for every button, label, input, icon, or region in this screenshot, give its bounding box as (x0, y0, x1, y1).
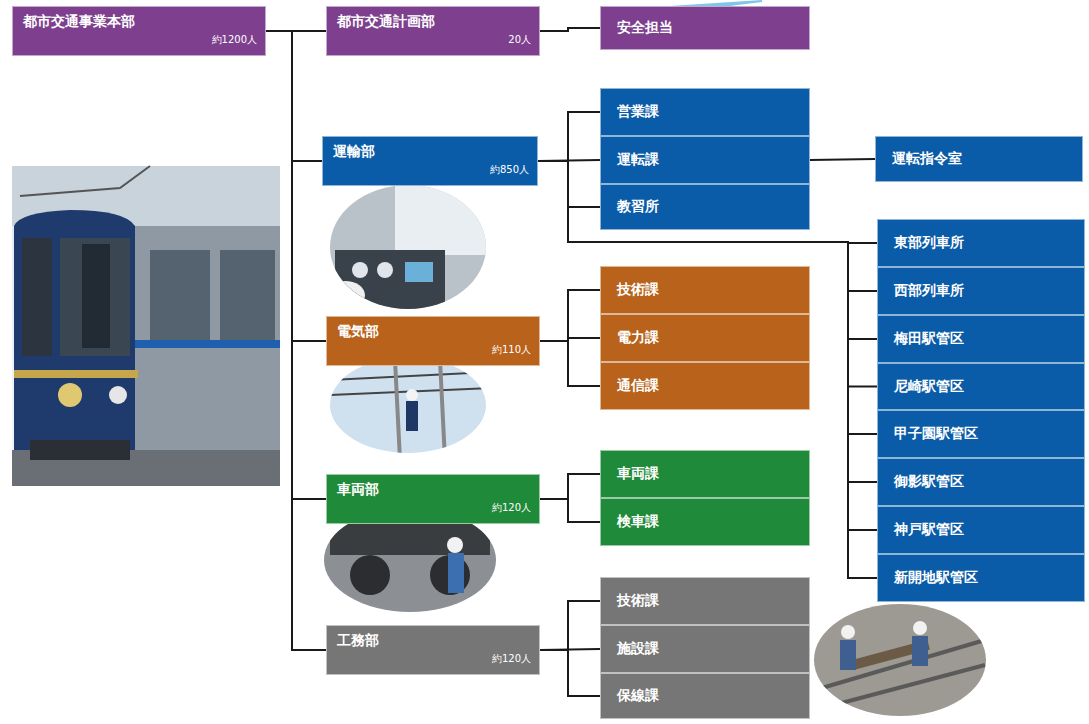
department-box: 工務部約120人 (326, 625, 540, 675)
section-box: 通信課 (600, 362, 810, 410)
org-connector (538, 161, 877, 578)
unit-name: 通信課 (601, 377, 671, 395)
department-box: 電気部約110人 (326, 316, 540, 366)
section-box: 検車課 (600, 498, 810, 546)
org-connector (540, 601, 600, 650)
org-connector (540, 28, 600, 31)
section-box: 電力課 (600, 314, 810, 362)
section-box: 教習所 (600, 184, 810, 230)
unit-name: 工務部 (327, 626, 539, 650)
section-box: 梅田駅管区 (877, 315, 1085, 363)
org-connector (540, 499, 600, 522)
unit-name: 尼崎駅管区 (878, 378, 976, 396)
org-connector (538, 161, 877, 339)
staff-count: 約850人 (323, 161, 537, 177)
unit-name: 電気部 (327, 317, 539, 341)
org-connector (810, 159, 875, 160)
unit-name: 御影駅管区 (878, 473, 976, 491)
org-connector (266, 31, 322, 161)
department-box: 車両部約120人 (326, 474, 540, 524)
unit-name: 営業課 (601, 103, 671, 121)
unit-name: 電力課 (601, 329, 671, 347)
section-box: 技術課 (600, 577, 810, 625)
unit-name: 運転指令室 (876, 150, 974, 168)
section-box: 東部列車所 (877, 219, 1085, 267)
unit-name: 安全担当 (601, 19, 685, 37)
cab-photo (320, 180, 500, 320)
department-box: 運輸部約850人 (322, 136, 538, 186)
unit-name: 都市交通事業本部 (13, 7, 265, 31)
section-box: 安全担当 (600, 6, 810, 50)
section-box: 保線課 (600, 673, 810, 719)
unit-name: 車両部 (327, 475, 539, 499)
unit-name: 技術課 (601, 281, 671, 299)
train-photo (12, 166, 280, 486)
section-box: 営業課 (600, 88, 810, 136)
section-box: 施設課 (600, 625, 810, 673)
wire-work-photo (320, 350, 500, 460)
section-box: 甲子園駅管区 (877, 410, 1085, 458)
unit-name: 西部列車所 (878, 282, 976, 300)
section-box: 神戸駅管区 (877, 506, 1085, 554)
unit-name: 技術課 (601, 592, 671, 610)
section-box: 新開地駅管区 (877, 554, 1085, 602)
unit-name: 検車課 (601, 513, 671, 531)
org-connector (538, 161, 877, 387)
org-connector (540, 474, 600, 499)
unit-name: 運転課 (601, 151, 671, 169)
unit-name: 運輸部 (323, 137, 537, 161)
unit-name: 教習所 (601, 198, 671, 216)
org-connector (540, 341, 600, 386)
org-connector (538, 161, 877, 434)
department-box: 都市交通計画部20人 (326, 6, 540, 56)
track-work-photo (810, 600, 990, 720)
org-connector (266, 31, 326, 650)
org-connector (538, 161, 877, 530)
org-connector (540, 290, 600, 341)
unit-name: 甲子園駅管区 (878, 425, 990, 443)
unit-name: 新開地駅管区 (878, 569, 990, 587)
staff-count: 約120人 (327, 650, 539, 666)
org-connector (266, 31, 326, 499)
org-connector (540, 650, 600, 696)
staff-count: 約110人 (327, 341, 539, 357)
section-box: 尼崎駅管区 (877, 363, 1085, 410)
department-box: 都市交通事業本部約1200人 (12, 6, 266, 56)
unit-name: 施設課 (601, 640, 671, 658)
org-connector (538, 161, 877, 482)
section-box: 運転指令室 (875, 136, 1083, 182)
unit-name: 都市交通計画部 (327, 7, 539, 31)
staff-count: 20人 (327, 31, 539, 47)
section-box: 技術課 (600, 266, 810, 314)
unit-name: 梅田駅管区 (878, 330, 976, 348)
unit-name: 東部列車所 (878, 234, 976, 252)
section-box: 運転課 (600, 136, 810, 184)
unit-name: 保線課 (601, 687, 671, 705)
staff-count: 約120人 (327, 499, 539, 515)
org-connector (538, 112, 600, 161)
section-box: 御影駅管区 (877, 458, 1085, 506)
section-box: 西部列車所 (877, 267, 1085, 315)
org-connector (266, 31, 326, 341)
section-box: 車両課 (600, 450, 810, 498)
unit-name: 神戸駅管区 (878, 521, 976, 539)
staff-count: 約1200人 (13, 31, 265, 47)
unit-name: 車両課 (601, 465, 671, 483)
